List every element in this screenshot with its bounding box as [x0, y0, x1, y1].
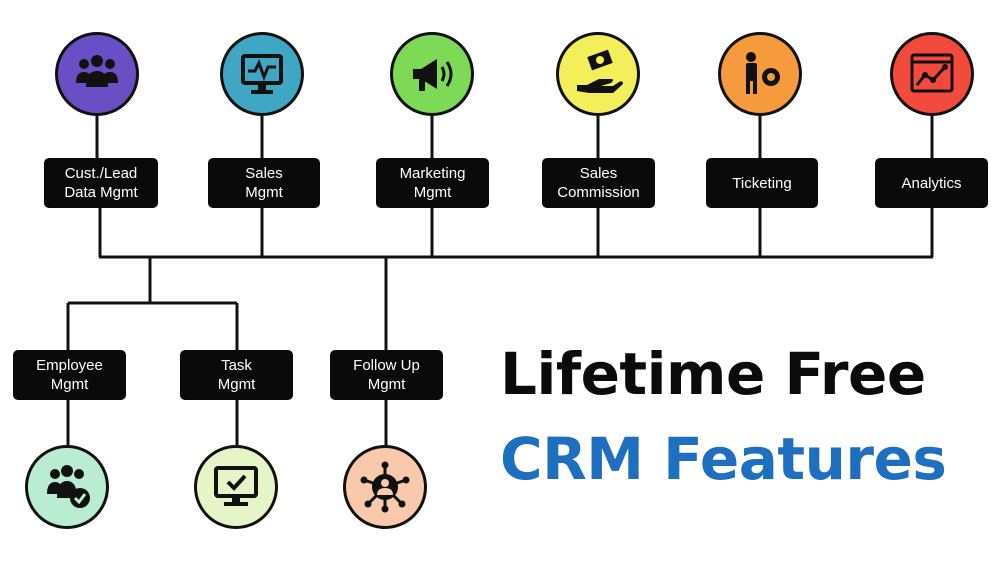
- monitor-check-icon: [214, 466, 258, 506]
- feature-circle-ticketing: [718, 32, 802, 116]
- feature-circle-follow-up: [343, 445, 427, 529]
- headline-crm-features: CRM Features: [500, 425, 947, 493]
- network-person-icon: [360, 461, 410, 513]
- feature-circle-employee: [25, 445, 109, 529]
- monitor-chart-icon: [241, 54, 283, 94]
- feature-circle-cust-lead: [55, 32, 139, 116]
- employee-check-icon: [47, 465, 90, 508]
- feature-label-cust-lead: Cust./Lead Data Mgmt: [44, 158, 158, 208]
- analytics-browser-icon: [910, 53, 954, 93]
- feature-label-marketing: Marketing Mgmt: [376, 158, 489, 208]
- feature-label-follow-up: Follow Up Mgmt: [330, 350, 443, 400]
- feature-label-sales: Sales Mgmt: [208, 158, 320, 208]
- people-group-icon: [76, 55, 118, 87]
- feature-circle-sales: [220, 32, 304, 116]
- worker-gear-icon: [746, 52, 780, 94]
- hand-money-icon: [577, 49, 623, 93]
- feature-circle-analytics: [890, 32, 974, 116]
- feature-label-analytics: Analytics: [875, 158, 988, 208]
- feature-circle-marketing: [390, 32, 474, 116]
- feature-label-ticketing: Ticketing: [706, 158, 818, 208]
- feature-label-sales-commission: Sales Commission: [542, 158, 655, 208]
- feature-label-employee: Employee Mgmt: [13, 350, 126, 400]
- megaphone-icon: [413, 59, 453, 91]
- feature-label-task: Task Mgmt: [180, 350, 293, 400]
- feature-circle-sales-commission: [556, 32, 640, 116]
- feature-circle-task: [194, 445, 278, 529]
- headline-lifetime-free: Lifetime Free: [500, 340, 926, 408]
